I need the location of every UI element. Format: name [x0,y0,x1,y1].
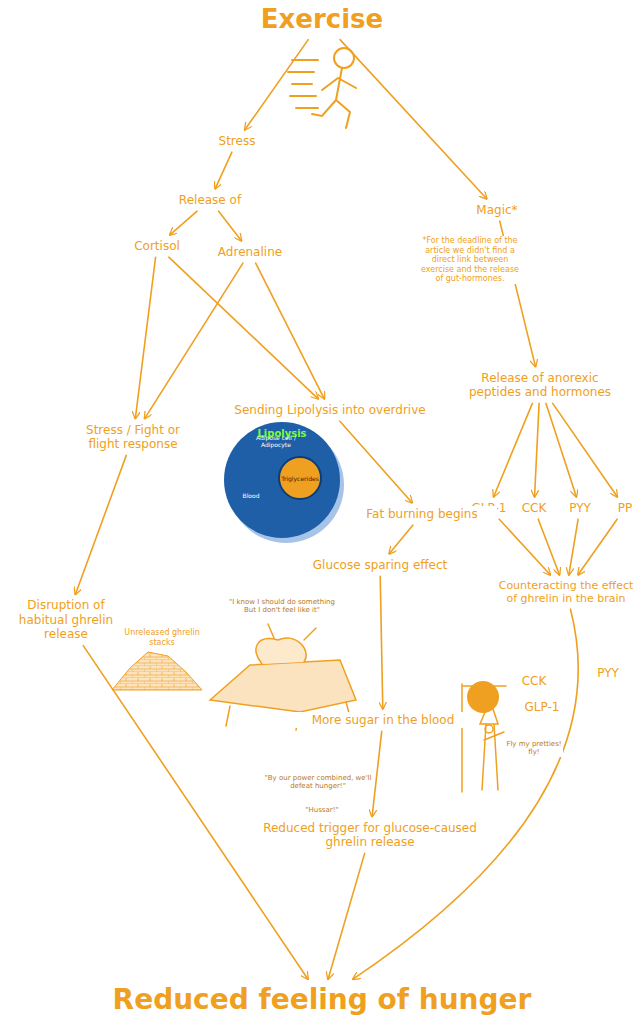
flow-arrow [256,263,325,399]
flow-step: Sending Lipolysis into overdrive [225,402,435,418]
flow-step: Counteracting the effect of ghrelin in t… [493,578,639,606]
flow-step: Adrenaline [208,244,292,260]
flow-step: Disruption of habitual ghrelin release [5,597,127,642]
flow-step: Reduced feeling of hunger [42,982,602,1018]
step-text: Disruption of habitual ghrelin release [8,598,124,641]
flow-arrow [75,455,126,594]
flow-step: CCK [515,500,553,516]
flow-arrow [340,40,487,199]
flow-arrow [389,525,413,554]
runner-figure [288,48,356,128]
flow-arrow [353,609,578,979]
step-text: Reduced trigger for glucose-caused ghrel… [260,821,480,850]
step-text: PP [615,501,635,515]
step-text: Cortisol [125,239,189,253]
step-text: Triglycerides [280,475,320,482]
flow-arrow [169,257,318,399]
flow-step: Glucose sparing effect [290,557,470,573]
flow-step: Cortisol [122,238,192,254]
flow-arrow [219,211,242,241]
flow-arrow [499,519,550,575]
flow-arrow [380,576,383,709]
flow-step: Exercise [202,3,442,36]
step-text: PYY [564,501,596,515]
step-text: Release of anorexic peptides and hormone… [455,371,625,400]
triglyceride-circle: Triglycerides [278,456,322,500]
flow-step: PP [612,500,638,516]
annotation: *For the deadline of the article we didn… [418,236,522,284]
flow-step: Stress [205,133,269,149]
flow-step: Reduced trigger for glucose-caused ghrel… [257,820,483,851]
flow-arrow [328,853,365,979]
step-text: Exercise [205,4,439,35]
flow-arrow [83,646,308,980]
flow-step: Fat burning begins [347,506,497,522]
step-text: More sugar in the blood [291,713,475,727]
annotation: GLP-1 [520,700,564,714]
annotation: "By our power combined, we'll defeat hun… [262,774,374,791]
annotation: Fly my pretties! fly! [505,740,563,757]
flow-arrow [340,421,412,503]
flow-arrow [569,519,578,575]
step-text: Release of [171,193,249,207]
annotation: CCK [516,674,552,688]
annotation: Blood [234,492,268,499]
flow-arrow [553,403,618,496]
flow-step: PYY [561,500,599,516]
step-text: Fat burning begins [350,507,494,521]
flow-step: Stress / Fight or flight response [66,422,200,453]
flow-arrow [135,257,155,418]
flow-arrow [215,152,232,189]
annotation: Unreleased ghrelin stacks [112,628,212,647]
step-text: CCK [518,501,550,515]
step-text: Stress [208,134,266,148]
step-text: Reduced feeling of hunger [45,983,599,1017]
flow-arrow [538,519,559,575]
ghrelin-stack [112,652,202,690]
step-text: Adrenaline [211,245,289,259]
flow-step: Magic* [464,202,530,218]
step-text: Counteracting the effect of ghrelin in t… [496,579,636,605]
flow-arrow [494,403,533,496]
annotation: "I know I should do something But I don'… [226,598,338,615]
flow-arrow [546,403,576,496]
annotation: PYY [592,666,624,680]
step-text: Magic* [467,203,527,217]
step-text: Stress / Fight or flight response [69,423,197,452]
flow-step: Release of anorexic peptides and hormone… [452,370,628,401]
annotation: "Hussar!" [300,806,344,814]
annotation: Adipose cell / Adipocyte [246,434,306,448]
flow-arrow [170,211,197,235]
flow-step: Release of [168,192,252,208]
flow-step: More sugar in the blood [288,712,478,728]
flow-arrow [578,519,617,575]
flow-arrow [145,263,243,418]
flow-arrow [245,40,308,130]
step-text: Sending Lipolysis into overdrive [228,403,432,417]
step-text: Glucose sparing effect [293,558,467,572]
wizard-scene [462,681,506,792]
flow-arrow [535,403,540,496]
